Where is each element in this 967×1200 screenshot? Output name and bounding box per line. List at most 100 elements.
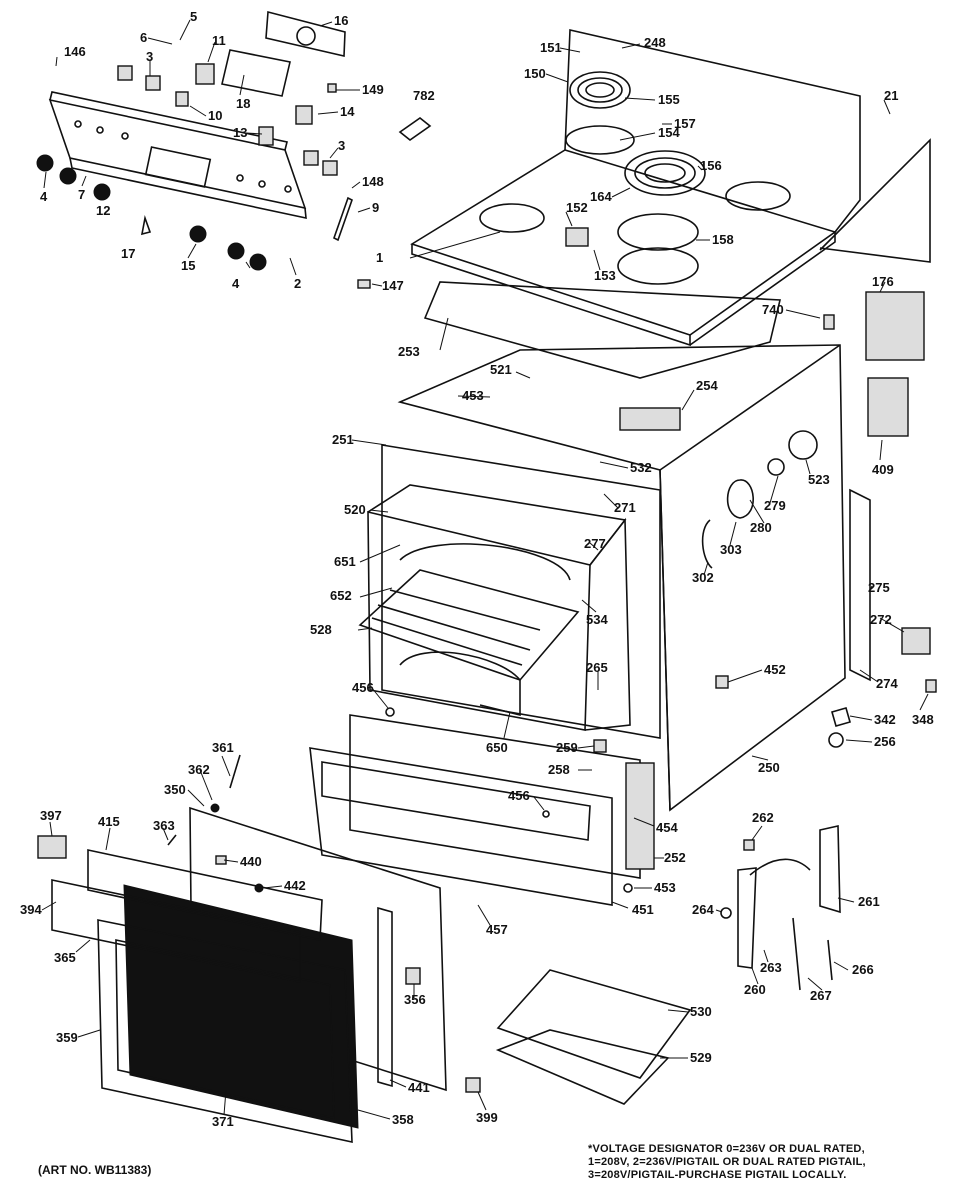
callout: 157: [674, 116, 696, 131]
oven-body: [397, 291, 931, 812]
callout: 356: [404, 992, 426, 1007]
voltage-note: *VOLTAGE DESIGNATOR 0=236V OR DUAL RATED…: [588, 1143, 948, 1182]
callout: 271: [614, 500, 636, 515]
callout: 274: [876, 676, 898, 691]
callout: 441: [408, 1080, 430, 1095]
switches-and-bracket: [117, 10, 371, 289]
callout: 256: [874, 734, 896, 749]
callout: 260: [744, 982, 766, 997]
callout: 251: [332, 432, 354, 447]
voltage-note-line: 3=208V/PIGTAIL-PURCHASE PIGTAIL LOCALLY.: [588, 1169, 847, 1181]
callout: 18: [236, 96, 250, 111]
callout: 267: [810, 988, 832, 1003]
callout: 280: [750, 520, 772, 535]
callout: 350: [164, 782, 186, 797]
door-hinge-and-parts: [377, 825, 841, 1088]
callout: 2: [294, 276, 301, 291]
callout: 650: [486, 740, 508, 755]
callout: 359: [56, 1030, 78, 1045]
callout: 530: [690, 1004, 712, 1019]
callout: 6: [140, 30, 147, 45]
callout: 275: [868, 580, 890, 595]
broiler-pan: [465, 969, 692, 1105]
callout: 456: [352, 680, 374, 695]
callout: 148: [362, 174, 384, 189]
callout: 5: [190, 9, 197, 24]
callout: 528: [310, 622, 332, 637]
callout: 452: [764, 662, 786, 677]
callout: 10: [208, 108, 222, 123]
broil-element: [399, 543, 571, 581]
callout: 397: [40, 808, 62, 823]
callout: 529: [690, 1050, 712, 1065]
callout: 1: [376, 250, 383, 265]
callout: 149: [362, 82, 384, 97]
callout: 13: [233, 125, 247, 140]
callout: 342: [874, 712, 896, 727]
callout: 394: [20, 902, 42, 917]
callout: 146: [64, 44, 86, 59]
callout: 259: [556, 740, 578, 755]
callout: 16: [334, 13, 348, 28]
callout: 362: [188, 762, 210, 777]
callout: 151: [540, 40, 562, 55]
callout: 263: [760, 960, 782, 975]
callout: 652: [330, 588, 352, 603]
callout: 361: [212, 740, 234, 755]
callout: 250: [758, 760, 780, 775]
callout: 782: [413, 88, 435, 103]
callout: 14: [340, 104, 355, 119]
voltage-note-line: 1=208V, 2=236V/PIGTAIL OR DUAL RATED PIG…: [588, 1156, 866, 1168]
callout: 4: [40, 189, 48, 204]
callout: 147: [382, 278, 404, 293]
callout: 415: [98, 814, 120, 829]
callout: 363: [153, 818, 175, 833]
callout: 457: [486, 922, 508, 937]
callout: 4: [232, 276, 240, 291]
oven-rack: [358, 569, 580, 681]
door-glass: [123, 884, 359, 1129]
callout: 3: [338, 138, 345, 153]
drawer-front: [309, 747, 613, 906]
door-frame: [97, 919, 353, 1144]
leader-lines: [41, 19, 929, 1120]
callout: 520: [344, 502, 366, 517]
callout: 150: [524, 66, 546, 81]
callout: 371: [212, 1114, 234, 1129]
bake-element: [399, 651, 521, 717]
oven-liner: [367, 484, 631, 731]
callout: 15: [181, 258, 195, 273]
small-hardware: [167, 117, 937, 985]
callout: 454: [656, 820, 678, 835]
callout: 264: [692, 902, 714, 917]
callout: 358: [392, 1112, 414, 1127]
callout: 261: [858, 894, 880, 909]
callout: 279: [764, 498, 786, 513]
callout: 521: [490, 362, 512, 377]
callout: 303: [720, 542, 742, 557]
callout: 440: [240, 854, 262, 869]
callout: 262: [752, 810, 774, 825]
callout: 9: [372, 200, 379, 215]
callout: 451: [632, 902, 654, 917]
drip-tray: [423, 281, 782, 379]
callout: 453: [654, 880, 676, 895]
callout: 11: [212, 33, 226, 48]
callout: 456: [508, 788, 530, 803]
callout: 248: [644, 35, 666, 50]
drawer-liner: [349, 714, 641, 879]
callout: 252: [664, 850, 686, 865]
callout: 266: [852, 962, 874, 977]
callout: 409: [872, 462, 894, 477]
callout: 7: [78, 187, 85, 202]
cooktop: [410, 29, 931, 347]
callout: 156: [700, 158, 722, 173]
callout: 12: [96, 203, 110, 218]
callout: 154: [658, 125, 680, 140]
oven-frame: [381, 444, 661, 739]
callout: 272: [870, 612, 892, 627]
callout: 277: [584, 536, 606, 551]
callout-labels: 5 6 16 146 3 11 18 149 10 14 13 3 4 7 12…: [20, 9, 934, 1129]
callout: 152: [566, 200, 588, 215]
